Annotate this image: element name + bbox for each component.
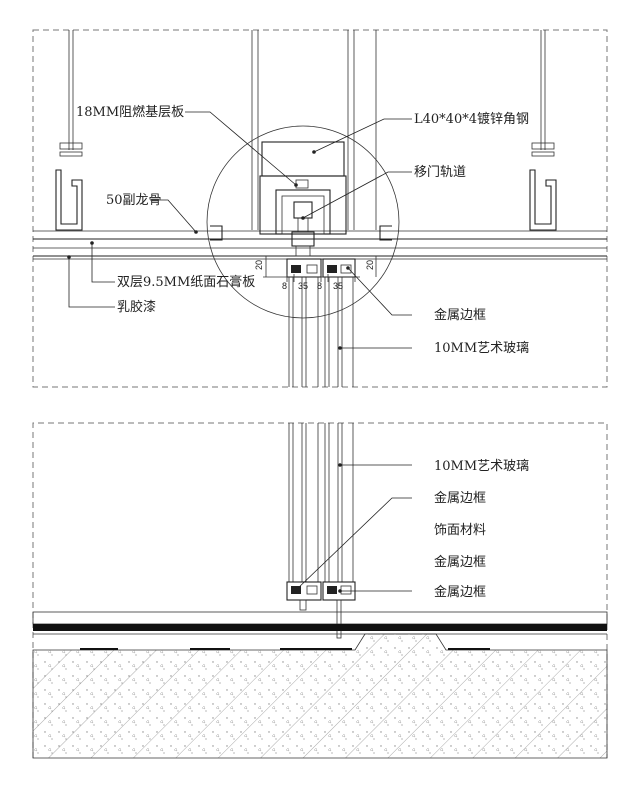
lower-break-frame — [32, 422, 608, 758]
lower-art-glass-panes — [288, 423, 354, 582]
dim-35-a: 35 — [298, 281, 308, 291]
track-assembly — [259, 141, 347, 257]
label-angle-steel: L40*40*4镀锌角钢 — [414, 111, 529, 127]
label-fire-retardant-board: 18MM阻燃基层板 — [76, 104, 184, 120]
label-finish-material: 饰面材料 — [434, 523, 486, 538]
left-hanger — [55, 30, 83, 231]
right-main-keel — [529, 169, 557, 231]
fire-retardant-board — [259, 175, 347, 235]
upper-detail: 20 20 8 35 8 35 18MM阻燃基层板 — [32, 29, 608, 388]
label-lower-metal-frame-1: 金属边框 — [434, 490, 486, 506]
lower-detail: 10MM艺术玻璃 金属边框 饰面材料 金属边框 金属边框 — [32, 422, 608, 759]
dim-8-b: 8 — [317, 281, 322, 291]
label-art-glass: 10MM艺术玻璃 — [434, 341, 529, 356]
label-door-track: 移门轨道 — [414, 165, 466, 180]
label-gypsum-board: 双层9.5MM纸面石膏板 — [117, 274, 255, 290]
dimension-marks: 20 20 8 35 8 35 — [254, 256, 377, 291]
label-latex-paint: 乳胶漆 — [117, 299, 156, 315]
dim-35-b: 35 — [333, 281, 343, 291]
dim-left-20: 20 — [254, 260, 264, 270]
waterproof-layer — [33, 624, 607, 631]
left-main-keel — [55, 169, 83, 231]
floor-finish — [32, 611, 608, 635]
label-sub-keel: 50副龙骨 — [106, 193, 162, 208]
door-track — [281, 195, 325, 235]
detail-circle — [206, 125, 400, 319]
ceiling-layers — [33, 230, 607, 260]
dim-8-a: 8 — [282, 281, 287, 291]
label-lower-metal-frame-2: 金属边框 — [434, 554, 486, 570]
vertical-boards — [251, 30, 377, 230]
upper-break-frame — [32, 29, 608, 388]
right-hanger — [529, 30, 557, 231]
lower-leaders — [294, 463, 412, 593]
label-lower-metal-frame-3: 金属边框 — [434, 584, 486, 600]
sub-keel-left — [210, 225, 223, 241]
upper-leaders — [67, 111, 412, 350]
angle-steel — [261, 141, 345, 177]
dim-right-20: 20 — [365, 260, 375, 270]
label-metal-frame: 金属边框 — [434, 307, 486, 323]
sub-keel-right — [379, 225, 392, 241]
finish-material-layer — [32, 611, 608, 625]
label-lower-art-glass: 10MM艺术玻璃 — [434, 459, 529, 474]
art-glass-panes — [288, 277, 354, 387]
